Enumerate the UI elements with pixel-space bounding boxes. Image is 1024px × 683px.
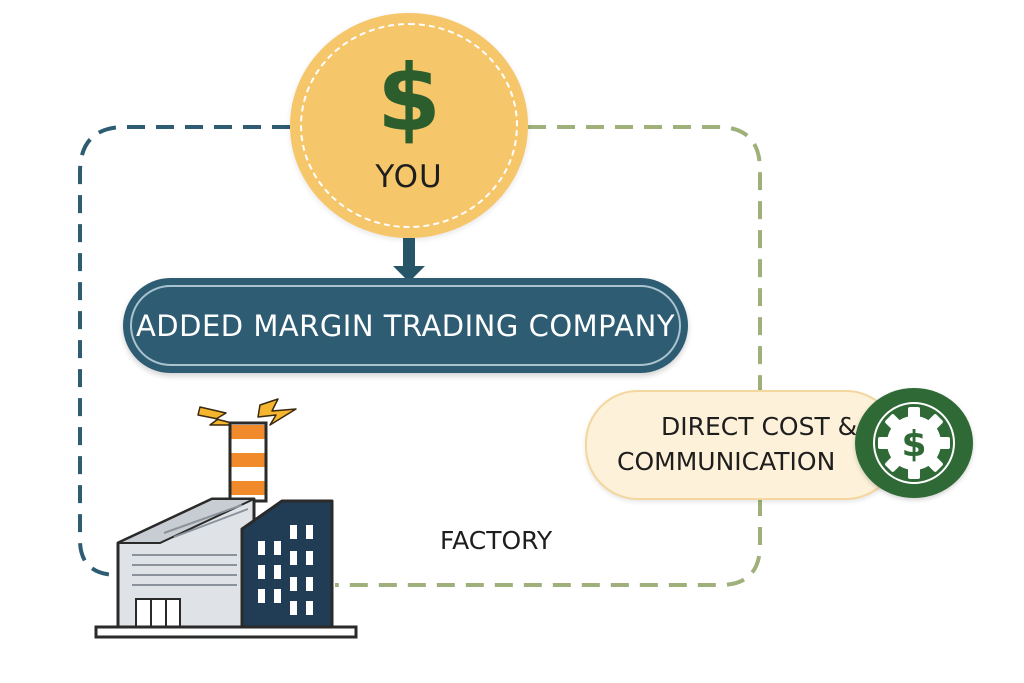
trading-company-node: ADDED MARGIN TRADING COMPANY (123, 278, 688, 373)
factory-tower (240, 499, 334, 629)
badge-dollar-symbol: $ (901, 424, 926, 465)
dollar-icon: $ (376, 45, 441, 152)
you-label: YOU (375, 159, 443, 195)
factory-ground (94, 625, 358, 639)
direct-cost-node: DIRECT COST & COMMUNICATION (585, 390, 899, 500)
direct-cost-line-2: COMMUNICATION (617, 447, 836, 476)
factory-icon (94, 398, 358, 639)
factory-label: FACTORY (440, 526, 553, 555)
arrow-down-icon-shaft (403, 238, 415, 268)
lightning-icon (197, 406, 241, 426)
direct-loop-path (528, 125, 762, 392)
direct-cost-line-1: DIRECT COST & (661, 412, 858, 441)
chimney (228, 421, 268, 503)
indirect-loop-path (78, 125, 290, 577)
factory-hall (116, 497, 256, 629)
dollar-gear-icon: $ (855, 388, 973, 498)
gear-icon: $ (873, 402, 955, 484)
you-node: $ YOU (290, 13, 528, 238)
trading-company-label: ADDED MARGIN TRADING COMPANY (135, 308, 676, 343)
lightning-icon (257, 398, 297, 426)
